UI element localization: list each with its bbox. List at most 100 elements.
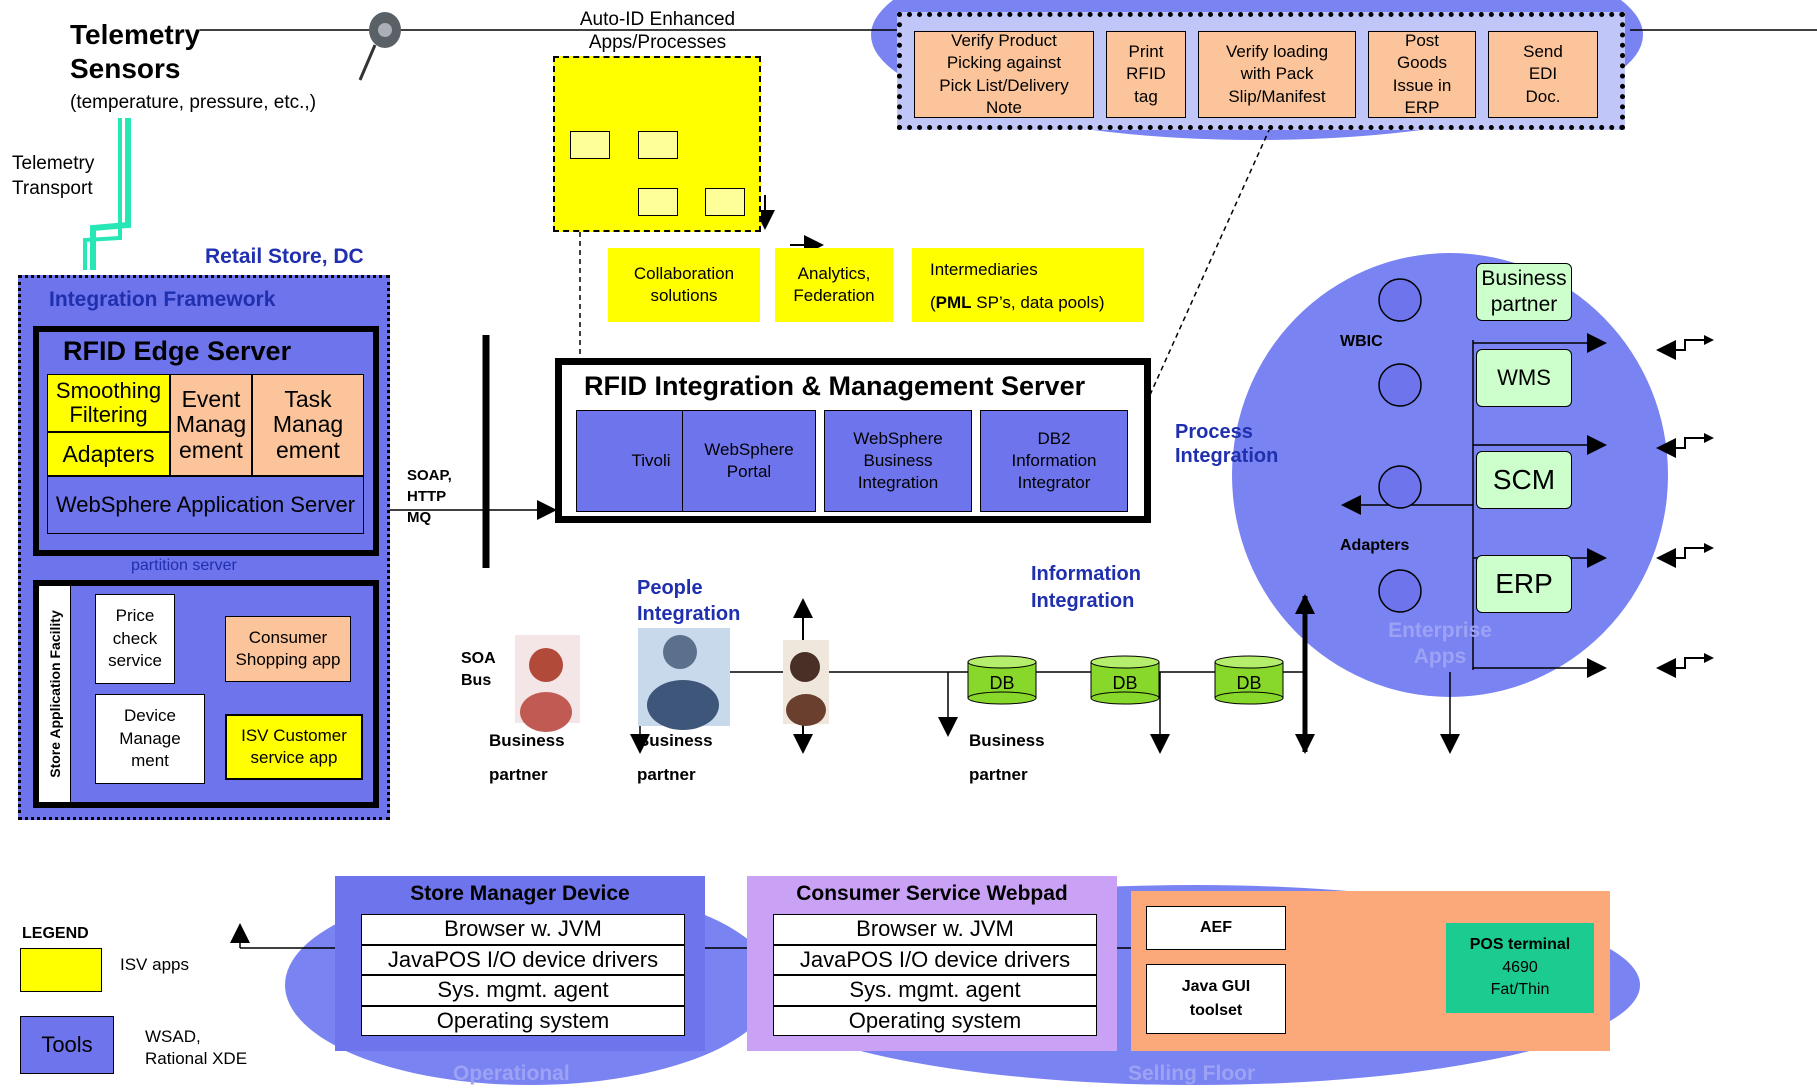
price-check-service[interactable]: Price check service bbox=[95, 594, 175, 684]
app-block-3 bbox=[638, 188, 678, 216]
legend-isv-swatch bbox=[20, 948, 102, 992]
edge-server-title: RFID Edge Server bbox=[63, 336, 292, 366]
websphere-app-server[interactable]: WebSphere Application Server bbox=[47, 476, 364, 534]
person-photo-2 bbox=[638, 628, 730, 730]
browser-jvm-row-2: Browser w. JVM bbox=[773, 914, 1097, 945]
pos-panel[interactable]: AEF Java GUI toolset POS terminal 4690 F… bbox=[1131, 891, 1610, 1051]
process-steps-container: Verify Product Picking against Pick List… bbox=[897, 12, 1625, 130]
step-verify-loading[interactable]: Verify loading with Pack Slip/Manifest bbox=[1198, 31, 1356, 118]
business-partner-label-2: Business partner bbox=[637, 731, 713, 784]
operational-label: Operational bbox=[453, 1062, 570, 1085]
analytics-federation[interactable]: Analytics, Federation bbox=[775, 248, 893, 322]
intermediaries-box[interactable]: Intermediaries (PML SP’s, data pools) bbox=[912, 248, 1144, 322]
legend-tools-swatch: Tools bbox=[20, 1016, 114, 1074]
legend-isv-label: ISV apps bbox=[120, 955, 189, 974]
event-management[interactable]: Event Manag ement bbox=[170, 374, 252, 476]
store-manager-stack: Browser w. JVM JavaPOS I/O device driver… bbox=[361, 914, 685, 1036]
db-label-1: DB bbox=[989, 672, 1015, 693]
store-manager-title: Store Manager Device bbox=[410, 882, 630, 905]
javapos-row: JavaPOS I/O device drivers bbox=[361, 944, 685, 975]
isv-customer-service-app[interactable]: ISV Customer service app bbox=[225, 714, 363, 780]
connector-circle-3 bbox=[1378, 465, 1422, 509]
saf-label: Store Application Facility bbox=[46, 610, 63, 778]
saf-vertical-bar: Store Application Facility bbox=[39, 586, 71, 802]
task-management[interactable]: Task Manag ement bbox=[252, 374, 364, 476]
partition-server-label: partition server bbox=[131, 557, 237, 574]
business-partner-label-3: Business partner bbox=[969, 731, 1045, 784]
browser-jvm-row: Browser w. JVM bbox=[361, 914, 685, 945]
sys-mgmt-row-2: Sys. mgmt. agent bbox=[773, 975, 1097, 1006]
pos-terminal-box[interactable]: POS terminal 4690 Fat/Thin bbox=[1446, 923, 1594, 1013]
legend-title: LEGEND bbox=[22, 925, 89, 942]
soap-http-mq-label: SOAP, HTTP MQ bbox=[407, 467, 452, 526]
store-manager-device[interactable]: Store Manager Device Browser w. JVM Java… bbox=[335, 876, 705, 1051]
rfid-edge-server[interactable]: RFID Edge Server Smoothing Filtering Ada… bbox=[33, 326, 379, 556]
db-cylinder-3 bbox=[1214, 655, 1284, 705]
retail-store-container: Integration Framework RFID Edge Server S… bbox=[18, 275, 390, 820]
telemetry-sensors-title: Telemetry Sensors bbox=[70, 19, 201, 84]
smoothing-filtering[interactable]: Smoothing Filtering bbox=[47, 374, 170, 432]
db-label-2: DB bbox=[1112, 672, 1138, 693]
wbic-connector-circle bbox=[1378, 278, 1422, 322]
process-integration-label: Process Integration bbox=[1175, 421, 1279, 467]
telemetry-sensors-subtitle: (temperature, pressure, etc.,) bbox=[70, 92, 317, 113]
rfid-integration-server[interactable]: RFID Integration & Management Server Tiv… bbox=[555, 358, 1151, 523]
intermediaries-line2: (PML SP’s, data pools) bbox=[930, 293, 1105, 312]
operating-system-row: Operating system bbox=[361, 1005, 685, 1036]
app-block-4 bbox=[705, 188, 745, 216]
enterprise-business-partner[interactable]: Business partner bbox=[1476, 263, 1572, 321]
step-verify-picking[interactable]: Verify Product Picking against Pick List… bbox=[914, 31, 1094, 118]
intermediaries-line1: Intermediaries bbox=[930, 260, 1038, 279]
step-send-edi[interactable]: Send EDI Doc. bbox=[1488, 31, 1598, 118]
consumer-webpad-title: Consumer Service Webpad bbox=[796, 882, 1068, 905]
sys-mgmt-row: Sys. mgmt. agent bbox=[361, 975, 685, 1006]
integration-framework-label: Integration Framework bbox=[49, 288, 276, 311]
selling-floor-label: Selling Floor bbox=[1128, 1062, 1256, 1085]
websphere-portal[interactable]: WebSphere Portal bbox=[682, 410, 816, 512]
consumer-shopping-app[interactable]: Consumer Shopping app bbox=[225, 616, 351, 682]
device-management[interactable]: Device Manage ment bbox=[95, 694, 205, 784]
person-photo-3 bbox=[783, 640, 829, 726]
erp-box[interactable]: ERP bbox=[1476, 555, 1572, 613]
information-integration-label: Information Integration bbox=[1031, 563, 1141, 612]
people-integration-label: People Integration bbox=[637, 577, 741, 625]
consumer-service-webpad[interactable]: Consumer Service Webpad Browser w. JVM J… bbox=[747, 876, 1117, 1051]
person-photo-1 bbox=[515, 635, 580, 732]
app-block-1 bbox=[570, 131, 610, 159]
pos-terminal-model: 4690 Fat/Thin bbox=[1490, 958, 1550, 999]
autoid-apps-box[interactable] bbox=[553, 56, 761, 232]
telemetry-sensor-icon bbox=[358, 12, 401, 81]
app-block-2 bbox=[638, 131, 678, 159]
pos-terminal-title: POS terminal bbox=[1469, 936, 1571, 954]
pml-label: PML bbox=[935, 293, 972, 312]
business-partner-label-1: Business partner bbox=[489, 731, 565, 784]
step-print-rfid[interactable]: Print RFID tag bbox=[1106, 31, 1186, 118]
external-arrows bbox=[1656, 335, 1714, 678]
wms-box[interactable]: WMS bbox=[1476, 349, 1572, 407]
store-app-facility[interactable]: Store Application Facility Price check s… bbox=[33, 580, 379, 808]
scm-box[interactable]: SCM bbox=[1476, 451, 1572, 509]
aef-box[interactable]: AEF bbox=[1146, 906, 1286, 950]
enterprise-apps-label: Enterprise Apps bbox=[1388, 619, 1492, 669]
consumer-webpad-stack: Browser w. JVM JavaPOS I/O device driver… bbox=[773, 914, 1097, 1036]
operating-system-row-2: Operating system bbox=[773, 1005, 1097, 1036]
db-cylinder-2 bbox=[1090, 655, 1160, 705]
java-gui-toolset-box[interactable]: Java GUI toolset bbox=[1146, 964, 1286, 1034]
collaboration-solutions[interactable]: Collaboration solutions bbox=[608, 248, 760, 322]
legend-tools-desc: WSAD, Rational XDE bbox=[145, 1027, 248, 1069]
step-post-goods[interactable]: Post Goods Issue in ERP bbox=[1368, 31, 1476, 118]
javapos-row-2: JavaPOS I/O device drivers bbox=[773, 944, 1097, 975]
soa-bus-label: SOA Bus bbox=[461, 650, 496, 689]
websphere-business-integration[interactable]: WebSphere Business Integration bbox=[824, 410, 972, 512]
connector-circle-4 bbox=[1378, 569, 1422, 613]
db-cylinder-1 bbox=[967, 655, 1037, 705]
adapters-box[interactable]: Adapters bbox=[47, 432, 170, 476]
retail-store-title: Retail Store, DC bbox=[205, 245, 364, 268]
connector-circle-2 bbox=[1378, 363, 1422, 407]
adapters-label: Adapters bbox=[1340, 537, 1410, 554]
db-label-3: DB bbox=[1236, 672, 1262, 693]
intermediaries-rest: SP’s, data pools) bbox=[971, 293, 1105, 312]
wbic-label: WBIC bbox=[1340, 333, 1383, 350]
db2-information-integrator[interactable]: DB2 Information Integrator bbox=[980, 410, 1128, 512]
